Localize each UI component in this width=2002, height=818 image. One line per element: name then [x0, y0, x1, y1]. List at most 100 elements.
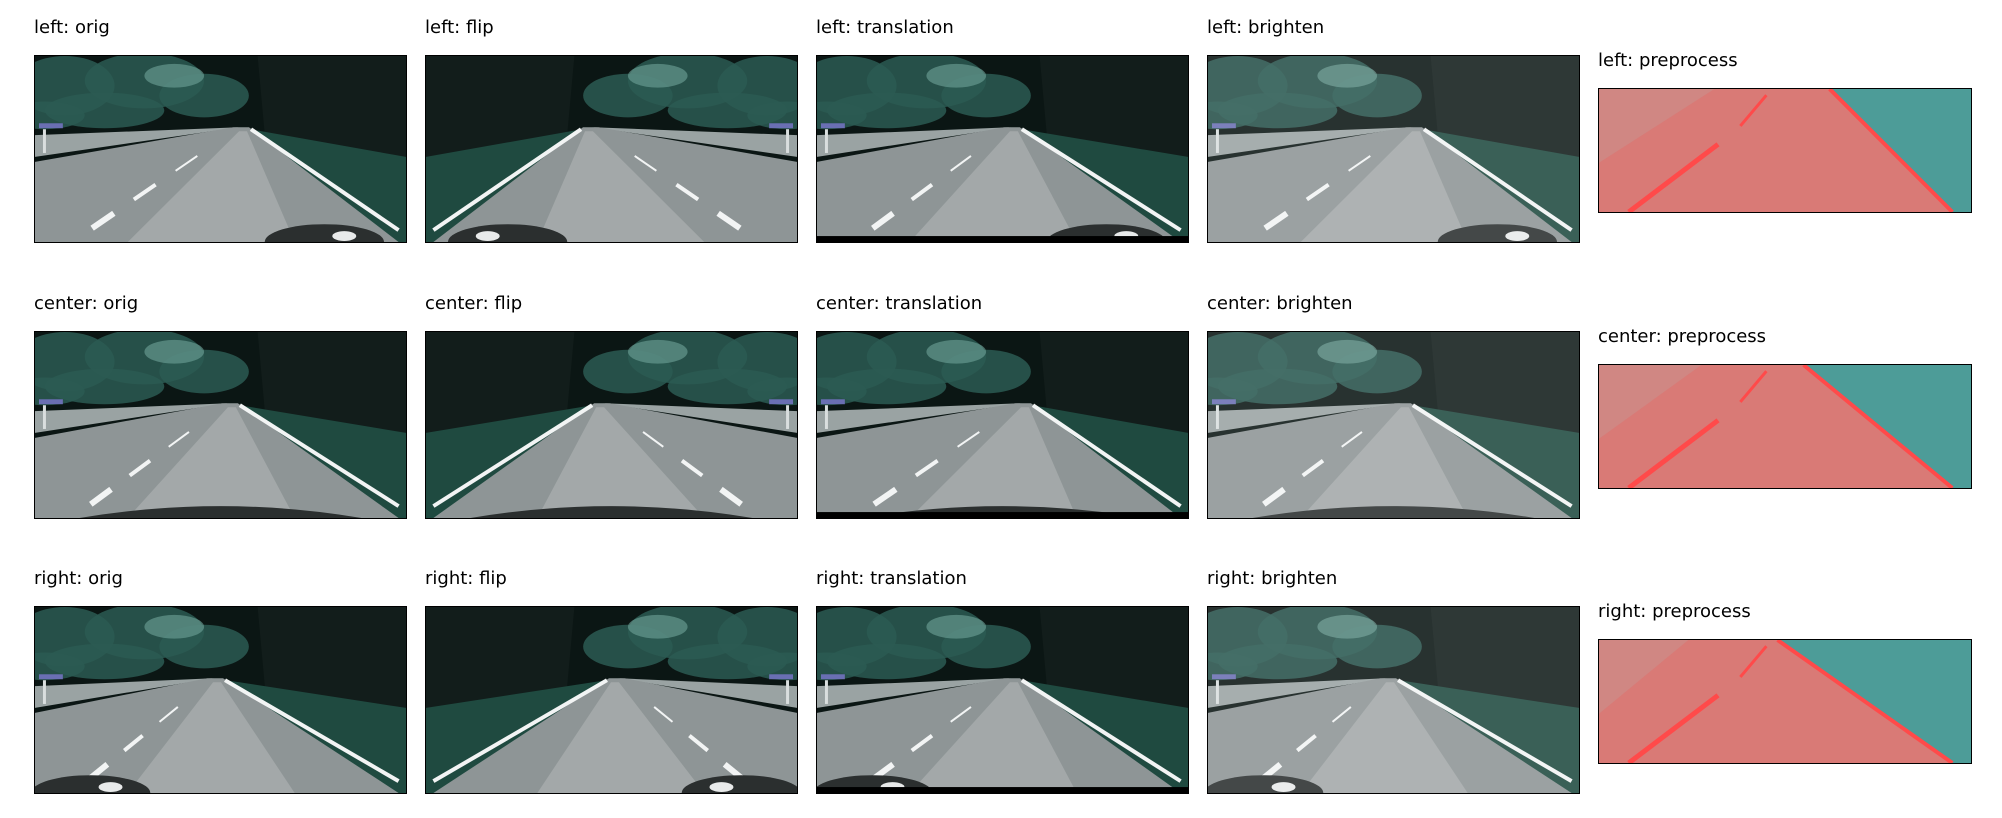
foliage	[35, 377, 85, 406]
panel-title: left: brighten	[1207, 17, 1325, 38]
foliage-highlight	[926, 63, 987, 88]
brighten-overlay	[1208, 607, 1579, 793]
panel-title: center: translation	[816, 293, 983, 314]
sign-board	[769, 399, 794, 405]
road-highlight	[127, 131, 295, 242]
panel-title: center: flip	[425, 293, 523, 314]
translation-border	[817, 787, 1188, 793]
road-region	[1599, 640, 1953, 763]
foliage-highlight	[1317, 63, 1378, 88]
lane-dash	[957, 431, 980, 448]
foliage	[1208, 101, 1258, 130]
lane-dash	[1627, 693, 1720, 763]
lane-edge-line	[1828, 89, 1954, 212]
sign-board	[820, 123, 845, 129]
sign-post	[1215, 129, 1219, 153]
roadside-left	[35, 127, 240, 157]
preprocessed-image	[1598, 364, 1972, 489]
sign-post	[824, 405, 828, 429]
cliff	[426, 607, 575, 718]
foliage	[1208, 377, 1258, 406]
lane-edge-line	[1020, 127, 1182, 232]
panel-title: right: orig	[34, 568, 123, 589]
foliage-highlight	[627, 339, 688, 364]
cliff	[1430, 607, 1579, 718]
panel-title: center: brighten	[1207, 293, 1353, 314]
lane-dash	[653, 706, 674, 723]
foliage	[35, 101, 85, 130]
foliage-highlight	[1317, 614, 1378, 639]
lane-edge-line	[1422, 127, 1573, 232]
road-highlight	[127, 407, 295, 518]
foliage-highlight	[1317, 339, 1378, 364]
roadside-left	[1208, 678, 1387, 708]
lane-dash	[871, 210, 895, 231]
lane-dash	[168, 431, 190, 448]
lane-dash	[719, 486, 743, 507]
road-region	[1599, 89, 1953, 212]
lane-dash	[1739, 645, 1768, 678]
lane-edge-line	[1411, 403, 1573, 508]
panel-center-orig: center: orig	[34, 276, 408, 526]
panel-title: right: flip	[425, 568, 507, 589]
lane-dash	[914, 458, 939, 478]
lane-dash	[90, 210, 116, 231]
road-image	[425, 606, 798, 794]
panel-right-orig: right: orig	[34, 551, 408, 801]
panel-title: left: preprocess	[1598, 50, 1738, 71]
lane-dash	[950, 706, 972, 723]
sign-post	[42, 405, 46, 429]
car-hood	[470, 506, 753, 518]
foliage-highlight	[926, 339, 987, 364]
panel-right-brighten: right: brighten	[1207, 551, 1581, 801]
foliage	[35, 652, 85, 681]
lane-dash	[175, 155, 198, 172]
lane-edge-line	[1776, 640, 1954, 763]
panel-title: left: flip	[425, 17, 494, 38]
lane-dash	[688, 734, 709, 753]
panel-title: left: orig	[34, 17, 110, 38]
lane-edge-line	[1031, 403, 1182, 508]
lane-edge-line	[432, 403, 594, 508]
road-highlight	[909, 131, 1077, 242]
foliage-highlight	[627, 614, 688, 639]
translation-border	[817, 512, 1188, 518]
panel-center-brighten: center: brighten	[1207, 276, 1581, 526]
road-image	[425, 55, 798, 243]
car-hood-highlight	[1505, 231, 1530, 242]
panel-left-preprocess: left: preprocess	[1598, 0, 1972, 250]
car-hood-highlight	[709, 782, 734, 793]
panel-left-orig: left: orig	[34, 0, 408, 250]
lane-dash	[128, 459, 152, 478]
road-image	[425, 331, 798, 519]
road-highlight	[537, 682, 705, 793]
road-texture	[1599, 365, 1702, 439]
panel-title: right: preprocess	[1598, 601, 1751, 622]
sign-post	[1215, 680, 1219, 704]
lane-dash	[158, 706, 179, 723]
panel-left-translation: left: translation	[816, 0, 1190, 250]
cliff	[257, 607, 406, 718]
panel-right-translation: right: translation	[816, 551, 1190, 801]
sign-board	[1211, 399, 1236, 405]
car-hood-highlight	[475, 231, 500, 242]
lane-dash	[132, 182, 157, 202]
roadside-left	[35, 678, 214, 708]
preprocessed-image	[1598, 639, 1972, 764]
road-image	[34, 55, 407, 243]
panel-center-flip: center: flip	[425, 276, 799, 526]
panel-left-flip: left: flip	[425, 0, 799, 250]
road-highlight	[127, 682, 295, 793]
foliage	[747, 377, 797, 406]
lane-edge-line	[432, 127, 583, 232]
car-hood-highlight	[1271, 782, 1296, 793]
foliage	[817, 377, 867, 406]
lane-edge-line	[1020, 678, 1182, 783]
lane-dash	[716, 210, 742, 231]
foliage-highlight	[627, 63, 688, 88]
foliage-highlight	[144, 339, 205, 364]
sign-board	[38, 123, 63, 129]
road-region	[1599, 365, 1953, 488]
foliage	[817, 652, 867, 681]
